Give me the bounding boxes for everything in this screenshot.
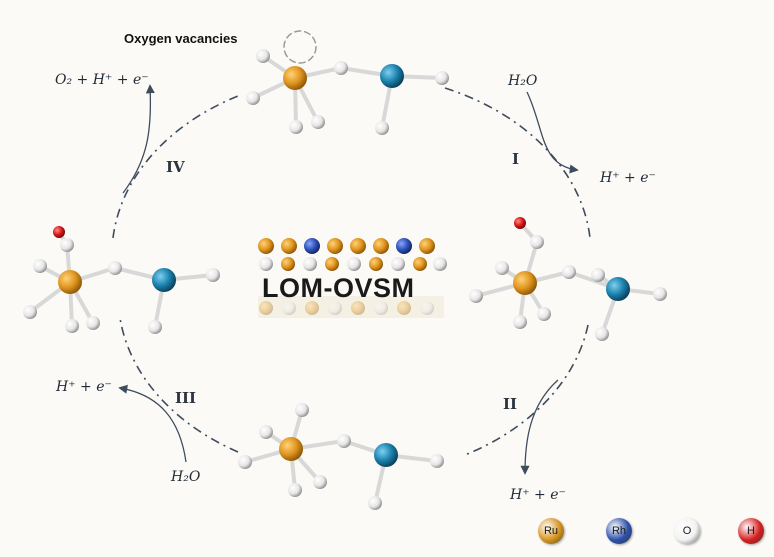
step-label-2: II (503, 395, 518, 413)
legend-item-o: O (674, 518, 700, 544)
molecule-bottom (238, 403, 444, 510)
proton-release-step-1: H⁺ + e⁻ (600, 170, 656, 186)
cycle-circle (112, 87, 591, 456)
legend-item-rh: Rh (606, 518, 632, 544)
slab-atom-row-reflection (259, 301, 434, 315)
step-label-1: I (512, 150, 520, 168)
reaction-arrows (118, 84, 579, 475)
cycle-arc-right-bottom (464, 324, 589, 456)
cycle-arc-left-top (112, 95, 239, 239)
proton-release-step-3: H⁺ + e⁻ (56, 379, 112, 395)
step-label-4: IV (166, 158, 185, 176)
legend-item-h: H (738, 518, 764, 544)
slab-atom-row-middle (259, 257, 447, 271)
o2-release-equation: O₂ + H⁺ + e⁻ (55, 72, 149, 88)
center-title: LOM-OVSM (262, 273, 415, 303)
molecule-top (246, 30, 449, 135)
oxygen-vacancy-marker (283, 30, 317, 64)
step-label-3: III (175, 389, 197, 407)
cycle-arc-left-bottom (119, 317, 239, 453)
arrow-step-1 (526, 91, 579, 174)
surface-slab (258, 238, 447, 318)
oxygen-vacancies-label: Oxygen vacancies (124, 31, 238, 46)
molecule-right (469, 217, 667, 341)
water-input-step-3: H₂O (171, 469, 201, 485)
arrow-step-3 (118, 384, 187, 463)
arrow-step-4 (122, 84, 155, 194)
water-input-step-1: H₂O (508, 73, 538, 89)
molecule-left (23, 226, 220, 334)
slab-atom-row-top (258, 238, 435, 254)
cycle-arc-right-top (444, 87, 591, 239)
proton-release-step-2: H⁺ + e⁻ (510, 487, 566, 503)
legend-item-ru: Ru (538, 518, 564, 544)
arrow-step-2 (520, 379, 559, 475)
